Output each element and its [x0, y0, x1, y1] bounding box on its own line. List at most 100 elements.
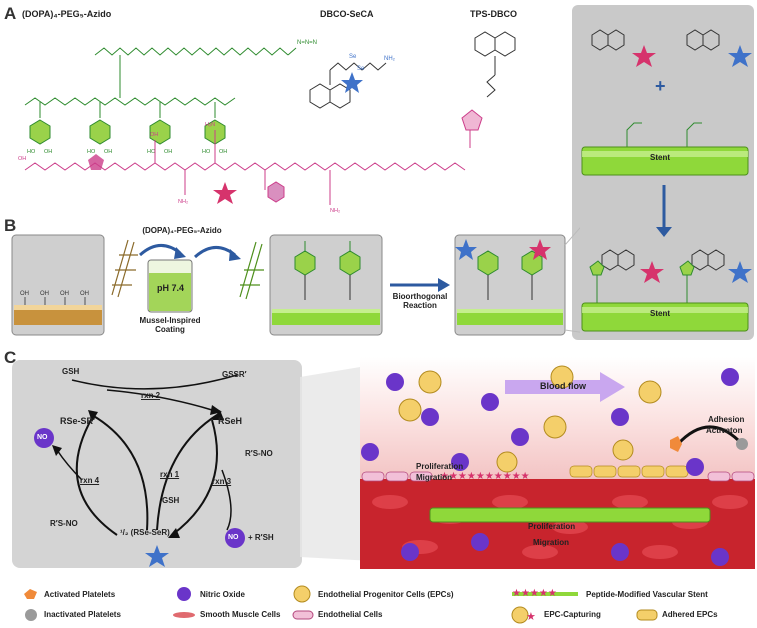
rxn1-label: rxn 1: [160, 470, 180, 479]
no-icon-bottom: [225, 528, 245, 548]
legend-label-adhered-epcs: Adhered EPCs: [662, 610, 718, 619]
rsno-right: R′S-NO: [245, 449, 273, 458]
svg-text:★: ★: [526, 611, 536, 623]
vessel-scene: ★★★★★★★★★★: [300, 357, 755, 569]
legend-label-epcs: Endothelial Progenitor Cells (EPCs): [318, 590, 454, 599]
seca-star-bottom: [728, 261, 752, 283]
svg-text:HO: HO: [202, 149, 211, 155]
inactivated-platelet-icon: [25, 609, 37, 621]
stent-label-bottom: Stent: [650, 309, 670, 318]
nitric-oxide-icon: [177, 587, 191, 601]
tps-dbco-structure: [474, 31, 516, 98]
legend-label-activated-platelets: Activated Platelets: [44, 590, 116, 599]
peptide-stent-icon: ★★★★★: [512, 588, 578, 599]
tps-star-top: [632, 45, 656, 67]
stent-reaction-diagram: [581, 29, 752, 332]
svg-text:HO: HO: [87, 149, 96, 155]
svg-text:HO: HO: [147, 149, 156, 155]
reaction-label: Bioorthogonal Reaction: [392, 292, 448, 310]
rsno-left: R′S-NO: [50, 519, 78, 528]
svg-text:★★★★★★★★★★: ★★★★★★★★★★: [440, 471, 530, 482]
stent-strut: [429, 507, 711, 523]
gsh-top: GSH: [62, 367, 80, 376]
rxn3-label: rxn 3: [212, 477, 232, 486]
adhesion-label: Adhesion: [708, 415, 745, 424]
rse-sr-label: RSe-SR′: [60, 416, 96, 426]
catalytic-cycle-panel: [12, 360, 302, 568]
coating-label: Mussel-Inspired Coating: [139, 316, 201, 334]
migration-down-label: Migration: [533, 538, 569, 547]
molecule-label-dopa-peg-azido: (DOPA)₄-PEG₅-Azido: [22, 9, 112, 19]
legend-label-endothelial-cells: Endothelial Cells: [318, 610, 383, 619]
beaker-icon: [147, 259, 193, 313]
smooth-muscle-cell-icon: [173, 612, 195, 618]
epc-capturing-icon: ★: [511, 606, 536, 624]
svg-text:H₂N: H₂N: [205, 122, 215, 128]
svg-text:OH: OH: [44, 149, 52, 155]
svg-text:NH₂: NH₂: [178, 199, 188, 205]
molecule-label-dbco-seca: DBCO-SeCA: [320, 9, 374, 19]
rxn4-label: rxn 4: [80, 476, 100, 485]
seca-star-b: [455, 239, 477, 260]
rseh-label: RSeH: [218, 416, 243, 426]
reagent-label: (DOPA)₄-PEG₅-Azido: [142, 226, 222, 235]
svg-text:NH₂: NH₂: [384, 56, 396, 62]
seca-star-top: [728, 45, 752, 67]
peg-chain: [94, 47, 297, 80]
migration-up-label: Migration: [416, 473, 452, 482]
legend-label-epc-capturing: EPC-Capturing: [544, 610, 601, 619]
stent-label-top: Stent: [650, 153, 670, 162]
epc-icon: [293, 585, 311, 603]
plus-sign: +: [655, 76, 666, 96]
svg-text:OH: OH: [104, 149, 112, 155]
inactivated-platelet: [736, 438, 748, 450]
panel-label-a: A: [4, 4, 17, 23]
no-bottom-text: NO: [228, 534, 239, 541]
diselenide-label: ¹/₂ (RSe-SeR): [120, 528, 170, 537]
endothelial-cell-icon: [292, 610, 314, 620]
svg-text:OH: OH: [60, 291, 69, 297]
dopa-catechol-rings: [29, 119, 226, 145]
stent-coil-icon-1: [111, 239, 138, 298]
svg-text:Se: Se: [357, 66, 365, 72]
legend: Activated Platelets Nitric Oxide Endothe…: [0, 582, 757, 626]
svg-text:OH: OH: [80, 291, 89, 297]
molecule-label-tps-dbco: TPS-DBCO: [470, 9, 517, 19]
tps-star-bottom: [640, 261, 664, 283]
rsh-label: + R′SH: [248, 533, 274, 542]
proliferation-up-label: Proliferation: [416, 462, 464, 471]
svg-text:HO: HO: [27, 149, 36, 155]
svg-text:OH: OH: [40, 291, 49, 297]
legend-label-peptide-stent: Peptide-Modified Vascular Stent: [586, 590, 708, 599]
legend-label-smooth-muscle-cells: Smooth Muscle Cells: [200, 610, 281, 619]
gssr-label: GSSR′: [222, 370, 247, 379]
svg-text:OH: OH: [164, 149, 172, 155]
gsh-mid: GSH: [162, 496, 180, 505]
panel-label-b: B: [4, 216, 17, 235]
activated-platelet-icon: [24, 589, 37, 599]
activated-platelet: [670, 436, 682, 452]
diselenide-star: [145, 545, 169, 567]
catalytic-cycle-diagram: [34, 374, 245, 567]
rxn2-label: rxn 2: [141, 391, 161, 400]
activation-label: Activaton: [706, 426, 743, 435]
no-left-text: NO: [37, 434, 48, 441]
svg-text:★★★★★: ★★★★★: [512, 588, 557, 599]
azide-label: N=N=N: [297, 40, 317, 46]
legend-label-inactivated-platelets: Inactivated Platelets: [44, 610, 121, 619]
ph-label: pH 7.4: [157, 283, 185, 293]
dopa-backbone: [24, 80, 236, 118]
svg-text:OH: OH: [150, 132, 158, 138]
proliferation-down-label: Proliferation: [528, 522, 576, 531]
svg-text:OH: OH: [18, 156, 26, 162]
blood-flow-label: Blood flow: [540, 381, 586, 391]
svg-text:NH₂: NH₂: [330, 208, 340, 214]
adhered-epc-icon: [636, 609, 658, 621]
tps-star-b: [529, 239, 551, 260]
dbco-seca-structure: [309, 62, 387, 109]
seca-star: [341, 72, 363, 93]
no-icon-left: [34, 428, 54, 448]
svg-text:OH: OH: [219, 149, 227, 155]
